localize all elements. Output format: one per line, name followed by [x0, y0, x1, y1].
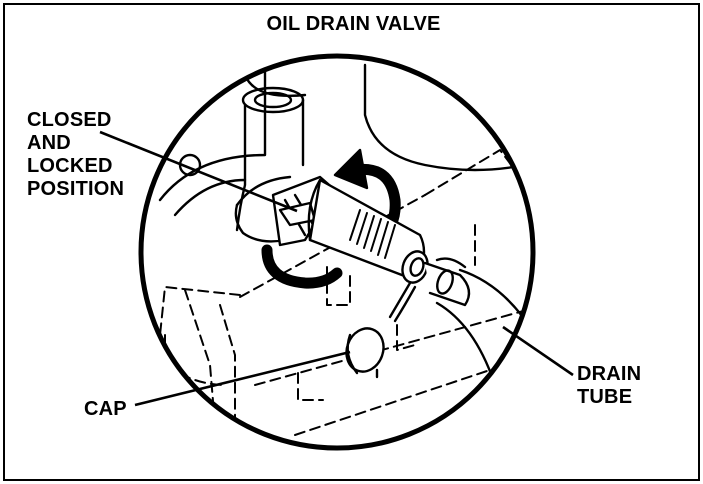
closed-label-line: AND	[27, 132, 71, 154]
drain-leader	[502, 325, 574, 377]
cap-label: CAP	[84, 398, 127, 420]
figure-title: OIL DRAIN VALVE	[266, 13, 441, 35]
engine-contour	[158, 63, 267, 202]
valve-illustration	[99, 53, 574, 451]
closed-leader	[99, 130, 298, 213]
drain-label-line: DRAIN	[577, 363, 642, 385]
closed-label-line: POSITION	[27, 178, 125, 200]
closed-locked-label: CLOSED AND LOCKED POSITION	[27, 109, 124, 201]
closed-label-line: LOCKED	[27, 155, 113, 177]
figure-frame: OIL DRAIN VALVE CLOSED AND LOCKED POSITI…	[3, 3, 700, 481]
closed-label-line: CLOSED	[27, 109, 112, 131]
detail-circle	[138, 53, 536, 451]
leader-lines	[99, 130, 574, 407]
drain-label-line: TUBE	[577, 386, 633, 408]
drain-tube-label: DRAIN TUBE	[577, 363, 641, 409]
cap-leader	[134, 350, 351, 407]
